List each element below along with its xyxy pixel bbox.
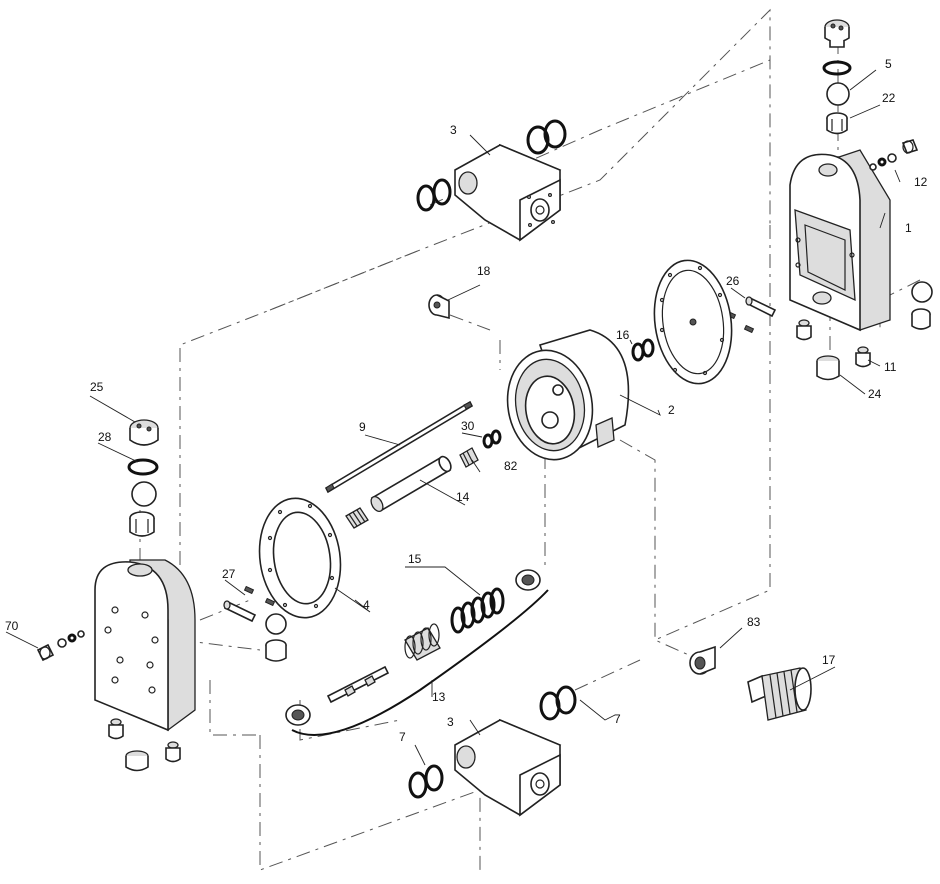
label-82: 82 xyxy=(504,459,518,473)
part-26-pins xyxy=(725,296,777,334)
ball-far-right xyxy=(911,281,933,303)
part-labels: 1 2 3 3 4 5 7 7 9 11 12 13 14 15 16 17 1… xyxy=(5,57,928,744)
part-70-fittings xyxy=(36,630,85,662)
label-17: 17 xyxy=(822,653,836,667)
plugs-left-bottom xyxy=(108,718,181,772)
part-3-block-bottom xyxy=(454,718,562,817)
label-3-bottom: 3 xyxy=(447,715,454,729)
seat-center-left xyxy=(265,639,287,662)
label-18: 18 xyxy=(477,264,491,278)
orings-top-left xyxy=(416,178,452,212)
label-3-top: 3 xyxy=(450,123,457,137)
part-28-oring-right xyxy=(822,60,852,76)
part-25-cap-right xyxy=(824,19,850,48)
part-3-block-top xyxy=(454,143,562,242)
label-15: 15 xyxy=(408,552,422,566)
label-13: 13 xyxy=(432,690,446,704)
label-26: 26 xyxy=(726,274,740,288)
label-22: 22 xyxy=(882,91,896,105)
orings-top-right xyxy=(526,119,567,155)
ball-center-left xyxy=(265,613,287,635)
part-4-diaphragm-left xyxy=(258,497,342,619)
label-27: 27 xyxy=(222,567,236,581)
part-16-orings xyxy=(631,338,655,362)
label-7-right: 7 xyxy=(614,712,621,726)
threaded-bush-14 xyxy=(345,507,369,529)
label-4: 4 xyxy=(363,598,370,612)
left-pump-body xyxy=(94,559,196,732)
part-27-pins xyxy=(223,585,276,623)
label-5: 5 xyxy=(885,57,892,71)
label-12: 12 xyxy=(914,175,928,189)
label-25: 25 xyxy=(90,380,104,394)
part-13-brace xyxy=(291,589,549,736)
part-18-fitting xyxy=(428,294,450,320)
leader-lines xyxy=(5,69,901,766)
part-30-orings xyxy=(482,429,502,449)
part-15-spring xyxy=(450,587,505,634)
label-70: 70 xyxy=(5,619,19,633)
part-22-valve-seat-right xyxy=(826,112,848,135)
part-1-right-body xyxy=(789,149,891,332)
valve-seat-left xyxy=(129,511,155,537)
part-5-ball-right xyxy=(826,82,850,106)
label-28: 28 xyxy=(98,430,112,444)
label-2: 2 xyxy=(668,403,675,417)
part-14-tube xyxy=(370,455,452,513)
label-11: 11 xyxy=(884,360,897,374)
part-12-fittings xyxy=(869,139,919,171)
label-14: 14 xyxy=(456,490,470,504)
part-9-rod xyxy=(324,400,474,494)
label-24: 24 xyxy=(868,387,882,401)
label-83: 83 xyxy=(747,615,761,629)
label-16: 16 xyxy=(616,328,630,342)
part-24-plug-right xyxy=(816,355,840,381)
label-30: 30 xyxy=(461,419,475,433)
orings-bottom-left xyxy=(408,764,444,799)
part-28-oring-left xyxy=(127,458,159,476)
part-11-plugs-right xyxy=(796,319,871,368)
part-13-spool-assembly xyxy=(285,569,541,726)
label-1: 1 xyxy=(905,221,912,235)
orings-bottom-right xyxy=(539,685,577,721)
diaphragm-plate-right xyxy=(653,259,733,385)
part-2-center-housing xyxy=(506,329,630,461)
part-17-muffler xyxy=(747,667,812,721)
part-25-cap-left xyxy=(129,419,159,446)
part-83-fitting xyxy=(689,645,716,675)
label-7-left: 7 xyxy=(399,730,406,744)
seat-far-right xyxy=(911,308,931,330)
ball-left xyxy=(131,481,157,507)
label-9: 9 xyxy=(359,420,366,434)
